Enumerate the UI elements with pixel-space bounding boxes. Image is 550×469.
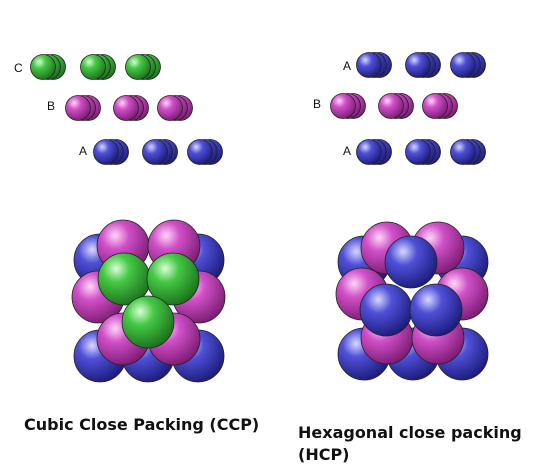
ccp-row-c-sphere-2-front xyxy=(125,54,151,80)
ccp-row-a-sphere-2-front xyxy=(187,139,213,165)
ccp-layer-label-b: B xyxy=(47,99,55,113)
ccp-row-b-sphere-2-front xyxy=(157,95,183,121)
hcp-layer-label-b: B xyxy=(313,97,321,111)
hcp-layer-label-a-top: A xyxy=(343,59,351,73)
hcp-row-a-top-sphere-0-front xyxy=(356,52,382,78)
hcp-row-b-sphere-1-front xyxy=(378,93,404,119)
hcp-row-a-bottom-sphere-1-front xyxy=(405,139,431,165)
hcp-row-a-top-sphere-2-front xyxy=(450,52,476,78)
ccp-layer-label-a: A xyxy=(79,144,87,158)
hcp-layer-label-a-bottom: A xyxy=(343,144,351,158)
hcp-cluster-a-top-1 xyxy=(359,283,413,337)
ccp-cluster-c-2 xyxy=(121,295,175,349)
hcp-caption: Hexagonal close packing (HCP) xyxy=(298,423,522,464)
ccp-row-a-sphere-1-front xyxy=(142,139,168,165)
hcp-row-b-sphere-0-front xyxy=(330,93,356,119)
ccp-cluster-c-1 xyxy=(146,252,200,306)
hcp-row-a-top-sphere-1-front xyxy=(405,52,431,78)
hcp-cluster-a-top-2 xyxy=(409,283,463,337)
sphere-layer xyxy=(30,52,489,383)
hcp-cluster-a-top-0 xyxy=(384,235,438,289)
ccp-row-c-sphere-0-front xyxy=(30,54,56,80)
ccp-caption: Cubic Close Packing (CCP) xyxy=(24,415,260,434)
hcp-row-a-bottom-sphere-0-front xyxy=(356,139,382,165)
hcp-row-b-sphere-2-front xyxy=(422,93,448,119)
ccp-row-b-sphere-0-front xyxy=(65,95,91,121)
ccp-row-b-sphere-1-front xyxy=(113,95,139,121)
ccp-row-c-sphere-1-front xyxy=(80,54,106,80)
ccp-layer-label-c: C xyxy=(14,61,23,75)
hcp-row-a-bottom-sphere-2-front xyxy=(450,139,476,165)
ccp-row-a-sphere-0-front xyxy=(93,139,119,165)
